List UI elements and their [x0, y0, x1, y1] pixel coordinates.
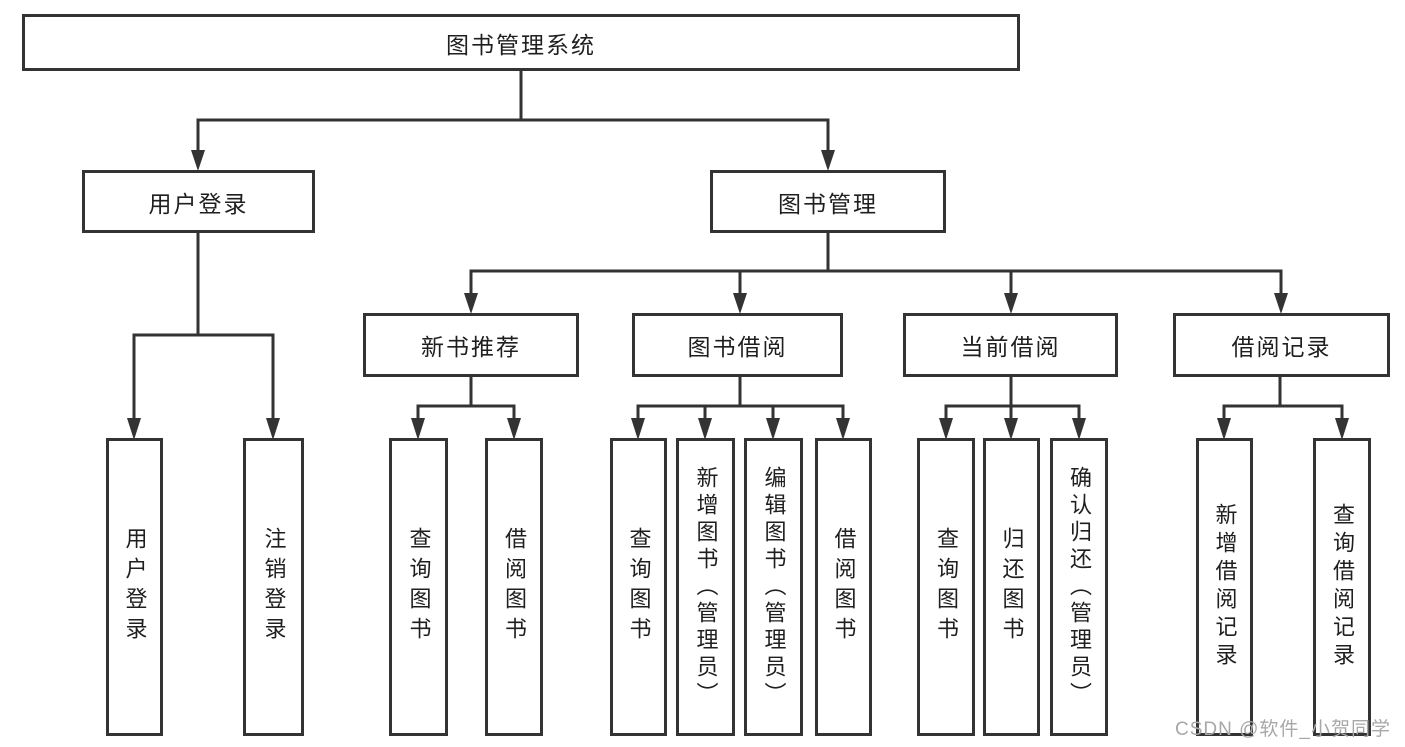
arrowhead: [1004, 418, 1018, 440]
arrowhead: [766, 418, 780, 440]
leaf-bb-edit-books-admin: 编辑图书（管理员）: [744, 438, 803, 736]
leaf-cb-query-books: 查询图书: [917, 438, 975, 736]
arrowhead: [1004, 293, 1018, 314]
arrowhead: [631, 418, 645, 440]
arrowhead: [733, 293, 747, 314]
leaf-cb-return-books: 归还图书: [983, 438, 1040, 736]
arrowhead: [507, 418, 521, 440]
arrowhead: [1217, 418, 1231, 440]
connector-borrow-records: [1217, 375, 1349, 440]
leaf-br-add-record: 新增借阅记录: [1196, 438, 1253, 736]
node-new-book-rec: 新书推荐: [363, 313, 579, 377]
arrowhead: [464, 293, 478, 314]
node-current-borrow: 当前借阅: [903, 313, 1118, 377]
leaf-bb-query-books: 查询图书: [610, 438, 667, 736]
arrowhead: [191, 150, 205, 171]
leaf-bb-add-books-admin: 新增图书（管理员）: [676, 438, 735, 736]
connector-user-login: [127, 231, 280, 440]
connector-book-borrow: [631, 375, 850, 440]
leaf-br-query-record: 查询借阅记录: [1313, 438, 1371, 736]
connector-current-borrow: [939, 375, 1086, 440]
connector-new-book-rec: [411, 375, 521, 440]
connector-root: [191, 69, 835, 171]
arrowhead: [1274, 293, 1288, 314]
arrowhead: [127, 418, 141, 440]
leaf-user-login: 用户登录: [106, 438, 163, 736]
node-book-borrow: 图书借阅: [632, 313, 843, 377]
connector-book-mgmt: [464, 231, 1288, 314]
node-book-mgmt: 图书管理: [710, 170, 946, 233]
leaf-rec-borrow-books: 借阅图书: [485, 438, 543, 736]
leaf-rec-query-books: 查询图书: [389, 438, 448, 736]
arrowhead: [266, 418, 280, 440]
leaf-bb-borrow-books: 借阅图书: [815, 438, 872, 736]
node-root: 图书管理系统: [22, 14, 1020, 71]
arrowhead: [836, 418, 850, 440]
leaf-logout: 注销登录: [243, 438, 304, 736]
arrowhead: [821, 150, 835, 171]
arrowhead: [1335, 418, 1349, 440]
node-user-login: 用户登录: [82, 170, 315, 233]
csdn-watermark: CSDN @软件_小贺同学: [1175, 719, 1391, 740]
leaf-cb-confirm-return-admin: 确认归还（管理员）: [1050, 438, 1108, 736]
node-borrow-records: 借阅记录: [1173, 313, 1390, 377]
arrowhead: [698, 418, 712, 440]
arrowhead: [411, 418, 425, 440]
arrowhead: [1072, 418, 1086, 440]
arrowhead: [939, 418, 953, 440]
